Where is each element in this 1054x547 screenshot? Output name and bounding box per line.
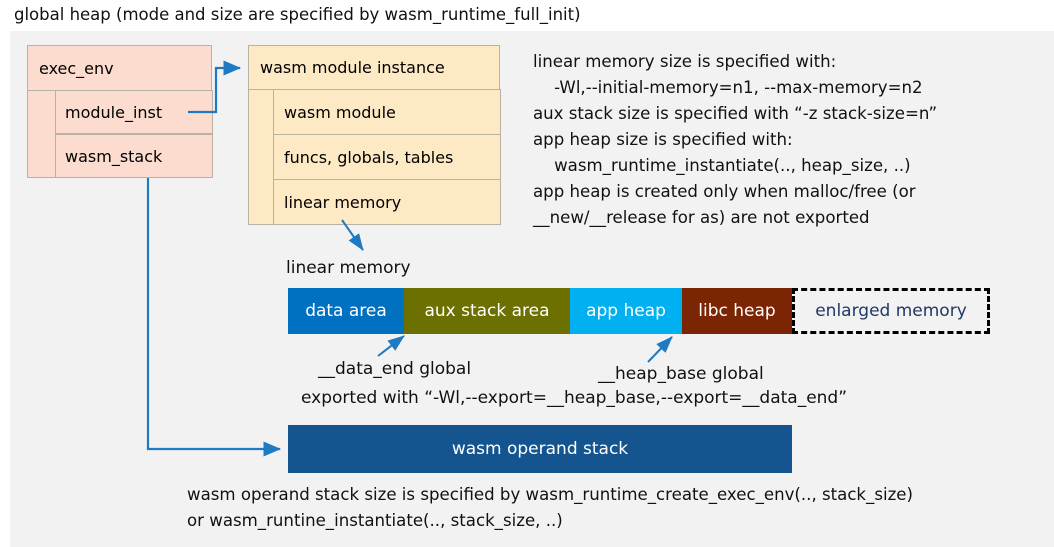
exec-env-row-module-inst: module_inst <box>55 90 213 134</box>
memory-segment-data-area-label: data area <box>305 301 387 321</box>
exec-env-row-wasm-stack: wasm_stack <box>55 134 213 178</box>
annotation-heap-base: __heap_base global <box>598 364 764 384</box>
wasm-module-instance-header-label: wasm module instance <box>260 58 445 77</box>
annotation-exported-with: exported with “-Wl,--export=__heap_base,… <box>301 388 848 408</box>
wasm-module-instance-header: wasm module instance <box>248 45 500 90</box>
memory-segment-app-heap-label: app heap <box>586 301 666 321</box>
wasm-module-instance-group: wasm module instance wasm module funcs, … <box>248 45 501 225</box>
memory-configuration-notes: linear memory size is specified with: -W… <box>533 52 938 227</box>
wasm-module-instance-row-funcs-globals-tables: funcs, globals, tables <box>273 134 501 180</box>
wasm-module-instance-row-funcs-globals-tables-label: funcs, globals, tables <box>284 147 454 167</box>
exec-env-group: exec_env module_inst wasm_stack <box>27 45 213 178</box>
wasm-module-instance-row-linear-memory-label: linear memory <box>284 192 402 212</box>
linear-memory-caption: linear memory <box>286 258 411 278</box>
exec-env-body: module_inst wasm_stack <box>27 90 213 178</box>
memory-segment-data-area: data area <box>288 288 404 334</box>
exec-env-row-module-inst-label: module_inst <box>65 102 163 122</box>
memory-segment-app-heap: app heap <box>570 288 682 334</box>
wasm-operand-stack-label: wasm operand stack <box>451 439 629 459</box>
wasm-module-instance-row-wasm-module: wasm module <box>273 89 501 135</box>
memory-segment-aux-stack-area: aux stack area <box>404 288 570 334</box>
memory-segment-aux-stack-area-label: aux stack area <box>424 301 550 321</box>
annotation-data-end: __data_end global <box>318 359 472 379</box>
memory-segment-enlarged-memory-label: enlarged memory <box>815 301 967 321</box>
memory-segment-enlarged-memory: enlarged memory <box>792 288 990 334</box>
memory-segment-libc-heap: libc heap <box>682 288 792 334</box>
wasm-operand-stack-box: wasm operand stack <box>288 425 792 473</box>
wasm-module-instance-row-linear-memory: linear memory <box>273 179 501 225</box>
operand-stack-notes: wasm operand stack size is specified by … <box>187 485 913 530</box>
wasm-module-instance-row-wasm-module-label: wasm module <box>284 102 396 122</box>
exec-env-header-label: exec_env <box>39 58 114 78</box>
wasm-module-instance-body: wasm module funcs, globals, tables linea… <box>248 89 501 225</box>
memory-segment-libc-heap-label: libc heap <box>698 301 776 321</box>
exec-env-header: exec_env <box>27 45 212 91</box>
exec-env-row-wasm-stack-label: wasm_stack <box>65 146 163 166</box>
page-title: global heap (mode and size are specified… <box>14 5 581 24</box>
